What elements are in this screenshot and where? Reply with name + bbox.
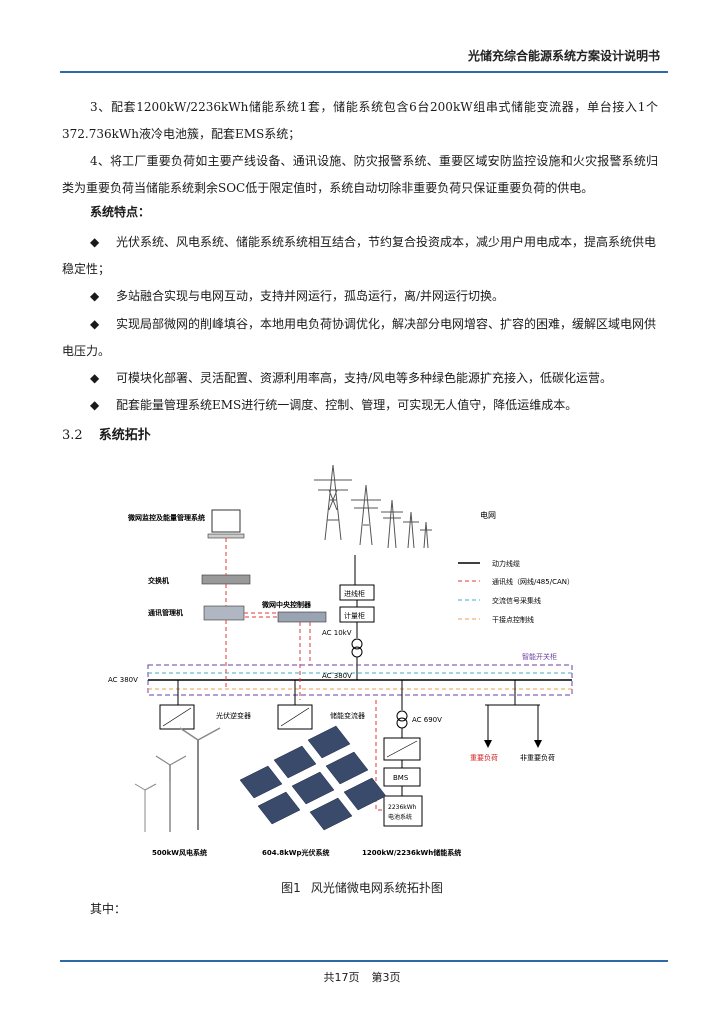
section-title: 系统拓扑 (98, 428, 151, 443)
feature-item: ◆ 可模块化部署、灵活配置、资源利用率高，支持/风电等多种绿色能源扩充接入，低碳化… (62, 365, 658, 392)
legend-label: 动力线缆 (492, 559, 520, 568)
page-footer: 共17页第3页 (0, 969, 724, 985)
figure-title: 风光储微电网系统拓扑图 (310, 881, 443, 895)
important-load-label: 重要负荷 (470, 753, 498, 762)
feature-text: 配套能量管理系统EMS进行统一调度、控制、管理，可实现无人值守，降低运维成本。 (116, 398, 578, 412)
meter-cabinet-label: 计量柜 (344, 611, 365, 620)
diamond-bullet-icon: ◆ (90, 398, 100, 412)
central-controller-label: 微网中央控制器 (261, 600, 312, 609)
monitor-icon (211, 509, 241, 533)
switch-label: 交换机 (148, 576, 169, 585)
comm-cabinet-icon (203, 605, 245, 621)
transformer-icon (396, 717, 408, 729)
legend: 动力线缆 通讯线（网线/485/CAN） 交流信号采集线 干接点控制线 (458, 559, 574, 624)
diamond-bullet-icon: ◆ (90, 289, 100, 303)
battery-label-2: 电池系统 (388, 813, 412, 821)
solar-panel-icon (239, 725, 387, 831)
header-rule (60, 71, 668, 73)
feature-item: ◆光伏系统、风电系统、储能系统系统相互结合，节约复合投资成本，减少用户用电成本，… (62, 229, 658, 283)
feature-text: 可模块化部署、灵活配置、资源利用率高，支持/风电等多种绿色能源扩充接入，低碳化运… (116, 371, 613, 385)
header-title: 光储充综合能源系统方案设计说明书 (467, 49, 660, 63)
note-text: 其中： (90, 902, 127, 916)
figure-number: 图1 (281, 881, 301, 895)
bms-label: BMS (393, 774, 409, 782)
feature-item: ◆实现局部微网的削峰填谷，本地用电负荷协调优化，解决部分电网增容、扩容的困难，缓… (62, 311, 658, 365)
feature-item: ◆ 配套能量管理系统EMS进行统一调度、控制、管理，可实现无人值守，降低运维成本。 (62, 392, 658, 419)
comm-line (375, 700, 384, 811)
section-heading: 3.2 系统拓扑 (62, 424, 151, 443)
ac10kv-label: AC 10kV (322, 629, 352, 637)
incoming-cabinet-label: 进线柜 (344, 589, 365, 598)
switch-icon (201, 574, 251, 585)
comm-line (225, 538, 311, 700)
nonimportant-load-label: 非重要负荷 (520, 753, 555, 762)
feature-item: ◆ 多站融合实现与电网互动，支持并网运行，孤岛运行，离/并网运行切换。 (62, 283, 658, 310)
keyboard-icon (207, 533, 245, 539)
legend-label: 干接点控制线 (492, 615, 534, 624)
topology-diagram: 电网 微网监控及能量管理系统 交换机 通讯管理机 微网中央控制器 进线柜 计量柜… (108, 464, 574, 857)
figure-caption: 图1 风光储微电网系统拓扑图 (0, 879, 724, 896)
transformer-icon (396, 710, 408, 722)
footer-rule (60, 960, 668, 962)
arrow-down-icon (484, 740, 492, 748)
battery-label-1: 2236kWh (388, 804, 417, 811)
pv-system-label: 604.8kWp光伏系统 (262, 848, 330, 857)
section-number: 3.2 (62, 428, 83, 443)
legend-label: 交流信号采集线 (492, 596, 541, 605)
diamond-bullet-icon: ◆ (90, 371, 100, 385)
diamond-bullet-icon: ◆ (90, 317, 100, 331)
wind-turbine-icon (134, 727, 221, 832)
feature-text: 光伏系统、风电系统、储能系统系统相互结合，节约复合投资成本，减少用户用电成本，提… (62, 235, 657, 276)
transformer-icon (351, 638, 363, 650)
ac380v-bus-label: AC 380V (322, 672, 352, 680)
feature-text: 多站融合实现与电网互动，支持并网运行，孤岛运行，离/并网运行切换。 (116, 289, 505, 303)
ac690v-label: AC 690V (412, 716, 442, 724)
wind-system-label: 500kW风电系统 (152, 848, 207, 857)
monitor-label: 微网监控及能量管理系统 (127, 513, 205, 522)
storage-pcs-label: 储能变流器 (330, 711, 365, 720)
feature-text: 实现局部微网的削峰填谷，本地用电负荷协调优化，解决部分电网增容、扩容的困难，缓解… (62, 317, 657, 358)
smart-switch-label: 智能开关柜 (522, 652, 557, 661)
legend-label: 通讯线（网线/485/CAN） (492, 577, 574, 586)
pv-inverter-label: 光伏逆变器 (216, 711, 251, 720)
total-pages: 共17页 (323, 971, 360, 984)
paragraph-4: 4、将工厂重要负荷如主要产线设备、通讯设施、防灾报警系统、重要区域安防监控设施和… (62, 154, 658, 195)
central-controller-icon (277, 611, 327, 623)
grid-label: 电网 (480, 510, 496, 520)
arrow-down-icon (534, 740, 542, 748)
current-page: 第3页 (371, 971, 401, 984)
storage-system-label: 1200kW/2236kWh储能系统 (362, 848, 461, 857)
battery-box (383, 795, 423, 827)
ac380v-label: AC 380V (108, 676, 138, 684)
transmission-tower-icon (314, 464, 432, 549)
features-title: 系统特点： (90, 205, 151, 219)
diamond-bullet-icon: ◆ (90, 235, 100, 249)
comm-cabinet-label: 通讯管理机 (148, 608, 183, 617)
paragraph-3: 3、配套1200kW/2236kWh储能系统1套，储能系统包含6台200kW组串… (62, 100, 658, 141)
